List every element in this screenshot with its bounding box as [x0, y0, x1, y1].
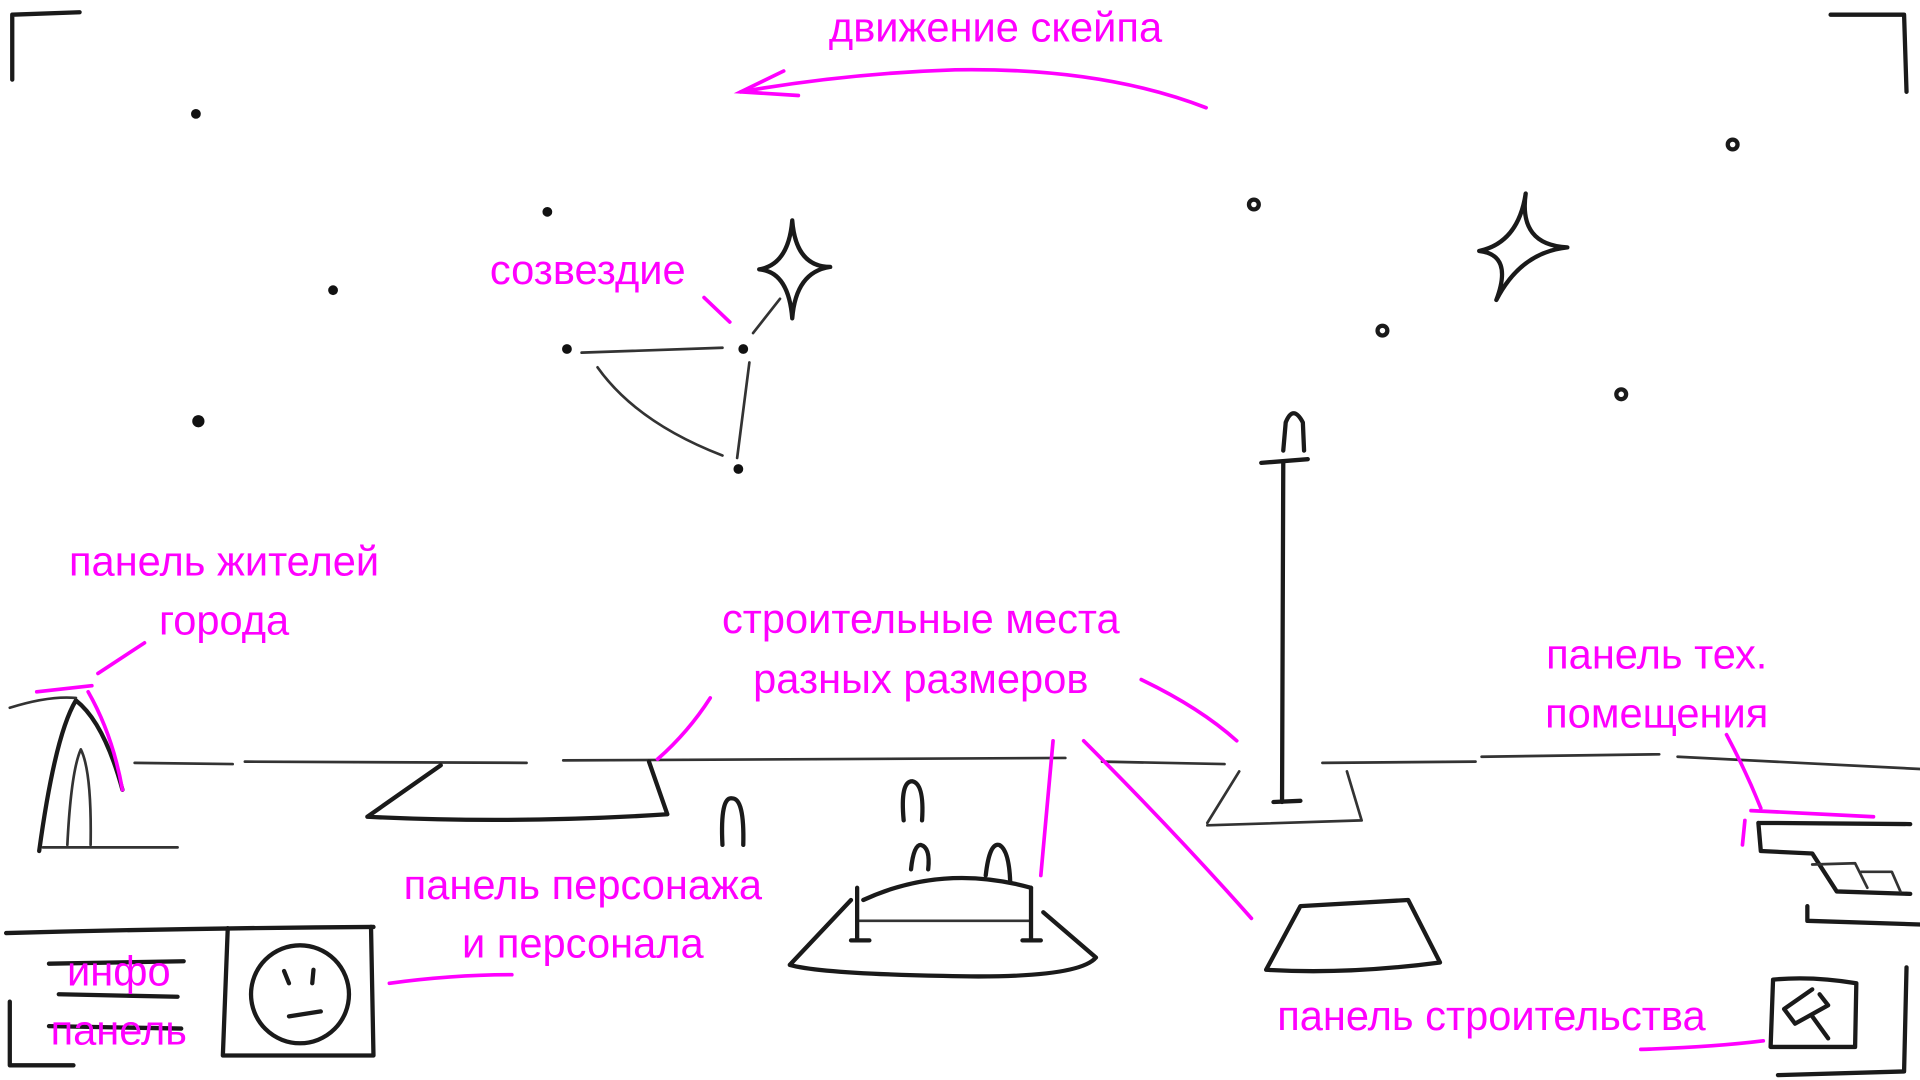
skip-movement-arrow: [733, 67, 1208, 110]
horizon-line: [133, 752, 1920, 771]
build-site-large[interactable]: [365, 759, 670, 823]
character-panel[interactable]: [220, 924, 376, 1058]
label-info-panel-line1: инфо: [67, 948, 171, 995]
label-residents-panel-line2: города: [159, 596, 290, 643]
build-button[interactable]: [1768, 976, 1859, 1050]
character-figure[interactable]: [719, 796, 746, 848]
label-tech-room-line2: помещения: [1545, 689, 1768, 736]
label-info-panel-line2: панель: [51, 1006, 187, 1053]
bright-star-icon: [1477, 191, 1570, 303]
label-skip-movement: движение скейпа: [829, 4, 1163, 51]
character-figure[interactable]: [900, 779, 925, 823]
build-site-small[interactable]: [1263, 897, 1443, 974]
label-tech-room-line1: панель тех.: [1546, 631, 1767, 678]
annotation-leaders: [34, 295, 1876, 1052]
tower-structure: [1206, 411, 1363, 827]
label-constellation: созвездие: [490, 246, 686, 293]
label-character-panel-line1: панель персонажа: [404, 861, 763, 908]
tech-room-panel[interactable]: [1756, 820, 1920, 927]
label-build-sites-line2: разных размеров: [753, 655, 1088, 702]
bright-star-icon: [757, 218, 833, 321]
label-build-panel: панель строительства: [1277, 992, 1706, 1039]
residents-panel[interactable]: [8, 696, 179, 854]
screen-frame-corners: [7, 10, 1909, 1078]
label-residents-panel-line1: панель жителей: [69, 538, 379, 585]
neutral-face-icon: [248, 943, 352, 1046]
info-panel[interactable]: [3, 924, 376, 1031]
hammer-icon: [1781, 987, 1831, 1041]
label-character-panel-line2: и персонала: [462, 920, 705, 967]
star-field: [191, 108, 1740, 474]
crew-platform[interactable]: [787, 842, 1099, 979]
constellation: [580, 297, 782, 460]
label-build-sites-line1: строительные места: [722, 595, 1121, 642]
